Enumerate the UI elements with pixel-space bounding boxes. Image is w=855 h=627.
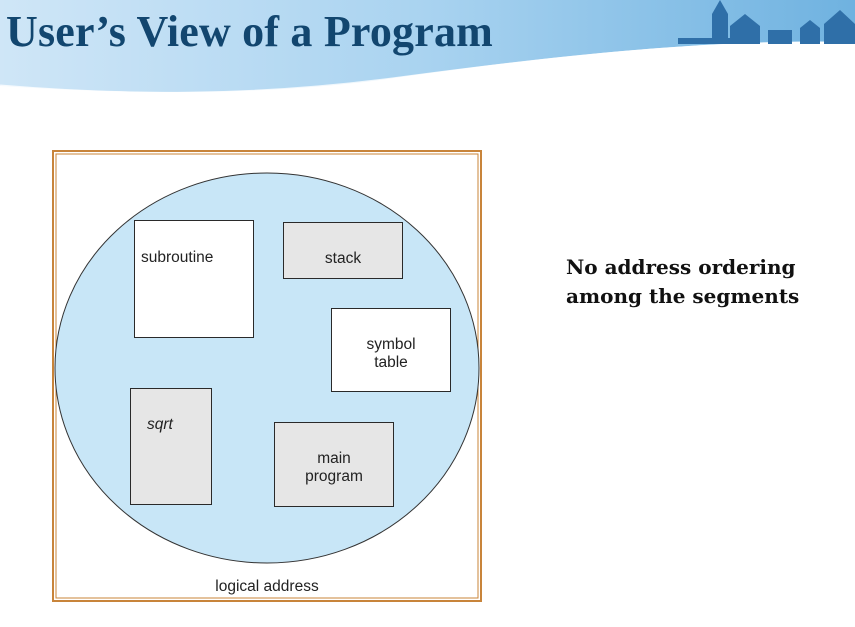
segment-stack-label: stack [324,250,362,267]
segment-subroutine: subroutine [134,220,254,338]
side-note: No address ordering among the segments [566,255,800,308]
diagram-caption: logical address [215,578,319,595]
town-skyline-icon [678,0,855,44]
banner-background [0,0,855,95]
segment-symbol-table: symbol table [331,308,451,392]
logical-address-diagram: subroutine stack symbol table sqrt main … [52,150,482,602]
title-banner: User’s View of a Program [0,0,855,100]
segment-main-program: main program [274,422,394,507]
segment-symbol-table-label: symbol table [366,336,416,371]
segment-sqrt-label: sqrt [147,416,173,433]
segment-sqrt: sqrt [130,388,212,505]
segment-main-program-label: main program [305,450,363,485]
slide-title: User’s View of a Program [6,7,494,56]
segment-subroutine-label: subroutine [141,249,214,266]
segment-stack: stack [283,222,403,279]
